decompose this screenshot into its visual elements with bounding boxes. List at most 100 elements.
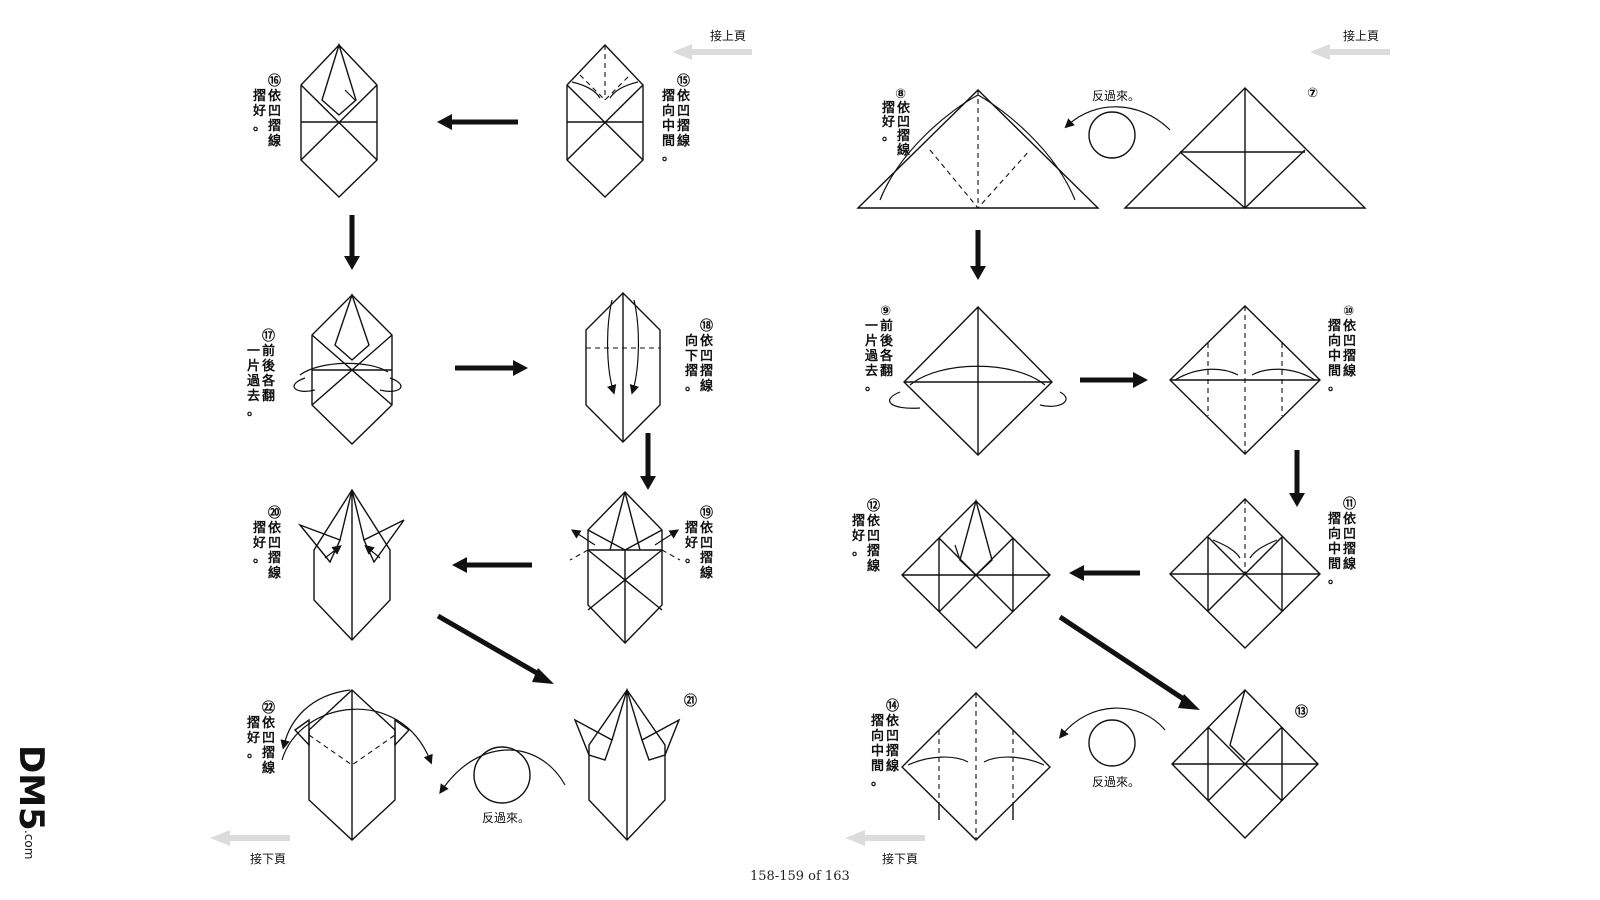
prev-page-nav-left[interactable]: 接上頁 xyxy=(672,28,752,60)
step-11-t5: 摺 xyxy=(1328,512,1341,527)
step-22-t5: 摺 xyxy=(247,716,260,731)
step-21-figure: ㉑ xyxy=(573,687,697,842)
step-17-t7: 過 xyxy=(246,373,261,389)
step-16-number: ⑯ xyxy=(268,73,281,89)
step-18-t6: 下 xyxy=(685,349,698,364)
step-22-figure: ㉒ 依 凹 摺 線 摺 好 。 xyxy=(246,689,433,841)
step-15-t2: 凹 xyxy=(677,104,690,119)
step-16-t1: 依 xyxy=(268,88,282,104)
step-11-t7: 中 xyxy=(1328,541,1341,557)
step-11-t9: 。 xyxy=(1328,572,1341,587)
next-page-nav-left[interactable]: 接下頁 xyxy=(210,830,290,866)
arrow-17-to-18 xyxy=(455,360,528,376)
arrow-9-to-10 xyxy=(1080,372,1148,388)
prev-page-nav-right[interactable]: 接上頁 xyxy=(1310,28,1390,60)
step-14-t7: 中 xyxy=(871,743,884,759)
step-15-t8: 間 xyxy=(662,134,675,149)
flip-indicator-top: 反過來。 xyxy=(1064,89,1171,159)
step-19-t7: 。 xyxy=(685,551,698,566)
step-19-t1: 依 xyxy=(700,520,714,536)
step-17-t6: 片 xyxy=(247,358,260,374)
step-10-number: ⑩ xyxy=(1343,304,1354,319)
step-9-t4: 翻 xyxy=(880,363,893,379)
arrow-18-to-19 xyxy=(640,433,656,490)
flip-label-bottom-right: 反過來。 xyxy=(1092,775,1140,789)
step-19-t6: 好 xyxy=(684,535,698,551)
step-17-number: ⑰ xyxy=(262,328,275,344)
step-14-number: ⑭ xyxy=(886,698,899,714)
next-page-label-right: 接下頁 xyxy=(882,851,918,866)
step-15-t9: 。 xyxy=(662,149,675,164)
step-14-t9: 。 xyxy=(871,774,884,789)
step-20-number: ⑳ xyxy=(268,505,281,521)
step-22-t1: 依 xyxy=(262,715,276,731)
step-12-t6: 好 xyxy=(851,528,865,544)
step-8-text-col1: 依 xyxy=(897,100,911,116)
step-8-text-col2b: 好 xyxy=(881,114,895,130)
step-15-t5: 摺 xyxy=(662,89,675,104)
page-counter: 158-159 of 163 xyxy=(750,869,850,884)
step-9-t5: 一 xyxy=(865,319,878,334)
step-20-t4: 線 xyxy=(268,565,282,581)
step-19-t4: 線 xyxy=(700,565,714,581)
step-11-t1: 依 xyxy=(1343,511,1357,527)
watermark-suffix: .com xyxy=(22,830,36,859)
step-7-figure: ⑦ xyxy=(1123,86,1367,209)
step-22-t4: 線 xyxy=(262,760,276,776)
step-14-t2: 凹 xyxy=(886,729,899,744)
step-10-t3: 摺 xyxy=(1343,349,1356,364)
step-11-number: ⑪ xyxy=(1343,496,1356,512)
step-15-t6: 向 xyxy=(662,103,675,119)
step-15-t1: 依 xyxy=(677,88,691,104)
step-18-t1: 依 xyxy=(700,333,714,349)
step-12-t4: 線 xyxy=(867,558,881,574)
flip-indicator-bottom-left: 反過來。 xyxy=(439,746,566,825)
step-17-t2: 後 xyxy=(262,358,276,374)
step-9-t9: 。 xyxy=(865,379,878,394)
step-22-t7: 。 xyxy=(247,746,260,761)
arrow-20-to-21 xyxy=(436,613,554,684)
step-12-t5: 摺 xyxy=(852,514,865,529)
step-15-figure: ⑮ 依 凹 摺 線 摺 向 中 間 。 xyxy=(566,43,691,198)
watermark-text: DM5 xyxy=(11,745,51,831)
step-12-figure: ⑫ 依 凹 摺 線 摺 好 。 xyxy=(851,498,1051,649)
arrow-12-to-13 xyxy=(1058,614,1200,710)
arrow-10-to-11 xyxy=(1289,450,1305,507)
step-20-t2: 凹 xyxy=(268,536,281,551)
step-18-t8: 。 xyxy=(685,379,698,394)
step-18-t4: 線 xyxy=(700,378,714,394)
next-page-nav-right[interactable]: 接下頁 xyxy=(845,830,925,866)
flip-label-bottom-left: 反過來。 xyxy=(482,811,530,825)
step-17-figure: ⑰ 前 後 各 翻 一 片 過 去 。 xyxy=(246,292,402,445)
step-8-text-col1b: 凹 xyxy=(897,115,910,130)
step-16-t7: 。 xyxy=(253,119,266,134)
arrow-19-to-20 xyxy=(452,557,532,573)
step-12-t1: 依 xyxy=(867,513,881,529)
step-16-t6: 好 xyxy=(252,103,266,119)
step-13-number: ⑬ xyxy=(1295,704,1308,720)
arrow-16-to-17 xyxy=(344,215,360,270)
step-14-figure: ⑭ 依 凹 摺 線 摺 向 中 間 。 xyxy=(871,692,1051,841)
step-8-figure: ⑧ xyxy=(856,87,1100,209)
step-21-number: ㉑ xyxy=(684,693,697,709)
step-15-t7: 中 xyxy=(662,118,675,134)
step-15-number: ⑮ xyxy=(677,73,690,89)
step-17-t3: 各 xyxy=(261,373,276,389)
step-8-text-col2c: 。 xyxy=(882,129,895,144)
step-8-number: ⑧ xyxy=(895,87,906,102)
step-9-t1: 前 xyxy=(880,318,893,334)
step-9-t8: 去 xyxy=(865,363,878,379)
step-16-t2: 凹 xyxy=(268,104,281,119)
step-9-t2: 後 xyxy=(880,333,894,349)
step-10-t5: 摺 xyxy=(1328,319,1341,334)
step-14-t4: 線 xyxy=(886,758,900,774)
step-20-t7: 。 xyxy=(253,551,266,566)
step-14-t1: 依 xyxy=(886,713,900,729)
step-8-text-col1c: 摺 xyxy=(897,129,910,144)
step-17-t8: 去 xyxy=(247,388,260,404)
step-17-t4: 翻 xyxy=(262,388,275,404)
step-14-t6: 向 xyxy=(871,728,884,744)
step-8-text-col2: 摺 xyxy=(882,101,895,116)
step-10-t1: 依 xyxy=(1343,318,1357,334)
